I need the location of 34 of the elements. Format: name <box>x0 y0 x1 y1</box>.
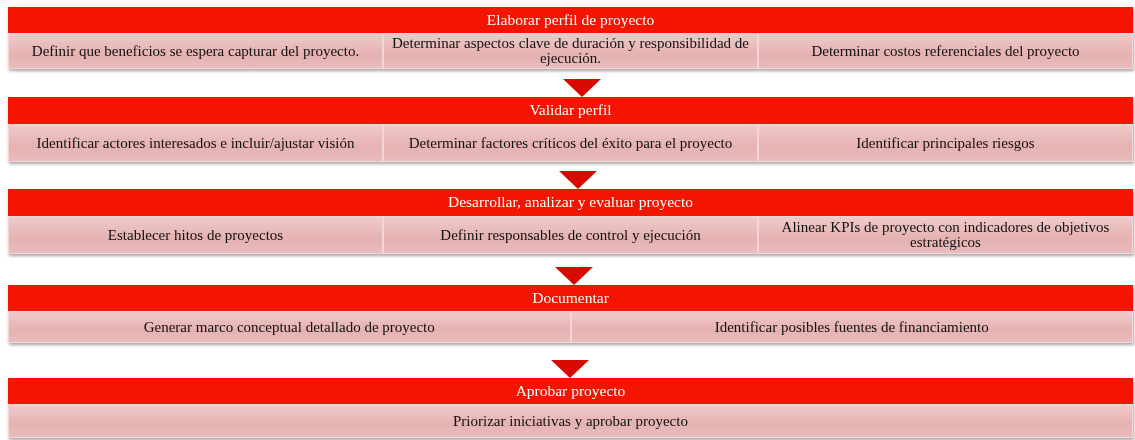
task-text: Determinar factores críticos del éxito para el proyecto <box>408 135 733 151</box>
stage-band <box>8 378 1133 438</box>
task-box <box>383 124 758 162</box>
stage-band <box>8 7 1133 69</box>
task-box <box>383 33 758 69</box>
stage-title: Validar perfil <box>528 100 613 120</box>
task-box <box>758 216 1133 254</box>
task-text: Identificar actores interesados e incluir/ajustar visión <box>36 135 355 151</box>
task-box <box>758 33 1133 69</box>
stage-title: Desarrollar, analizar y evaluar proyecto <box>446 192 695 212</box>
task-text: Determinar costos referenciales del proyecto <box>811 43 1080 59</box>
task-text: Generar marco conceptual detallado de proyecto <box>143 319 435 335</box>
task-box <box>570 311 1133 343</box>
task-box <box>8 311 571 343</box>
task-box <box>8 33 383 69</box>
task-text: Identificar principales riesgos <box>856 135 1035 151</box>
stage-band <box>8 97 1133 162</box>
task-text: Definir responsables de control y ejecución <box>440 227 701 243</box>
task-text: Identificar posibles fuentes de financiamiento <box>714 319 989 335</box>
task-box <box>758 124 1133 162</box>
task-text: Alinear KPIs de proyecto con indicadores de objetivos estratégicos <box>780 220 1111 250</box>
task-box <box>383 216 758 254</box>
task-box <box>8 216 383 254</box>
task-text: Priorizar iniciativas y aprobar proyecto <box>453 413 688 429</box>
task-text: Definir que beneficios se espera capturar del proyecto. <box>31 43 360 59</box>
task-text: Determinar aspectos clave de duración y responsibilidad de ejecución. <box>391 36 750 66</box>
stage-title: Aprobar proyecto <box>514 381 627 401</box>
stage-band <box>8 189 1133 254</box>
stage-band <box>8 285 1133 343</box>
stage-title: Documentar <box>531 288 610 308</box>
task-box <box>8 124 383 162</box>
stage-title: Elaborar perfil de proyecto <box>485 10 656 30</box>
task-text: Establecer hitos de proyectos <box>107 227 284 243</box>
task-box <box>8 404 1133 438</box>
